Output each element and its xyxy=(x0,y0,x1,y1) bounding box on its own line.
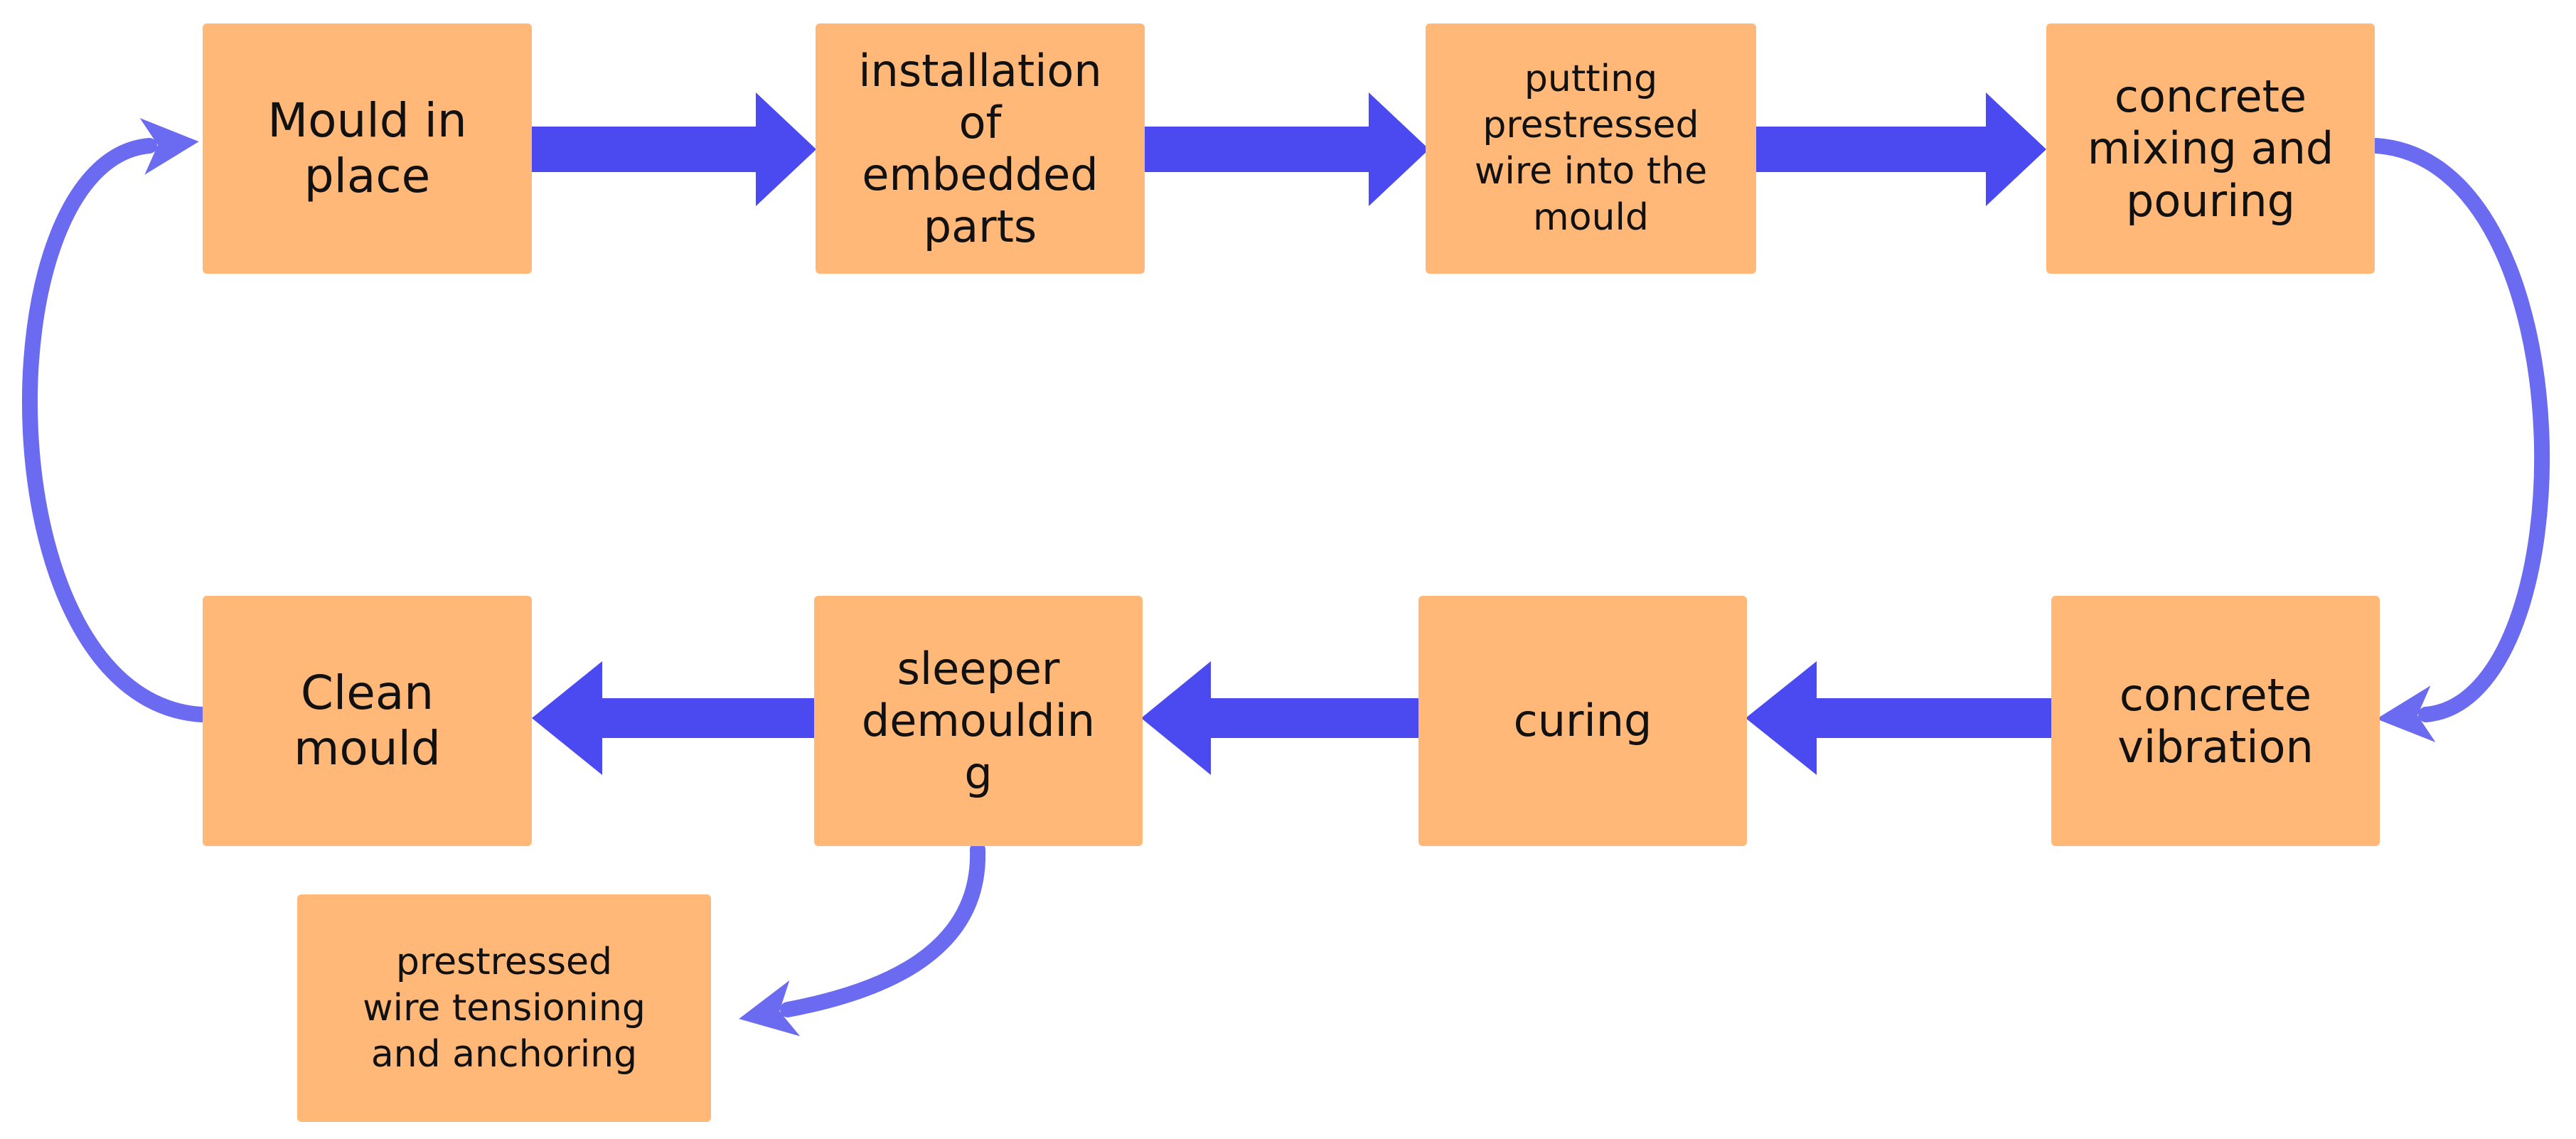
step-label: Clean mould xyxy=(294,665,441,776)
step-sleeper-demoulding: sleeper demouldin g xyxy=(814,596,1143,846)
arrow-demoulding-to-clean xyxy=(532,661,816,775)
step-label: concrete vibration xyxy=(2117,668,2314,773)
arrow-mixing-to-vibration xyxy=(2368,138,2550,742)
step-clean-mould: Clean mould xyxy=(203,596,532,846)
step-mould-in-place: Mould in place xyxy=(203,23,532,274)
arrow-putting-wire-to-mixing xyxy=(1756,92,2046,206)
step-prestressed-wire-tensioning-and-anchoring: prestressed wire tensioning and anchorin… xyxy=(297,894,711,1122)
arrow-vibration-to-curing xyxy=(1746,661,2051,775)
step-curing: curing xyxy=(1418,596,1747,846)
step-label: Mould in place xyxy=(267,93,467,203)
step-label: installation of embedded parts xyxy=(858,44,1102,253)
arrow-curing-to-demoulding xyxy=(1141,661,1418,775)
step-label: putting prestressed wire into the mould xyxy=(1474,58,1708,239)
step-putting-prestressed-wire: putting prestressed wire into the mould xyxy=(1426,23,1756,274)
arrow-mould-to-installation xyxy=(532,92,816,206)
arrow-installation-to-putting-wire xyxy=(1145,92,1429,206)
step-installation-of-embedded-parts: installation of embedded parts xyxy=(816,23,1145,274)
step-label: prestressed wire tensioning and anchorin… xyxy=(363,940,646,1076)
step-concrete-mixing-and-pouring: concrete mixing and pouring xyxy=(2046,23,2375,274)
step-label: curing xyxy=(1513,695,1652,747)
step-label: concrete mixing and pouring xyxy=(2087,70,2334,227)
arrow-clean-to-mould-in-place xyxy=(21,118,209,722)
step-concrete-vibration: concrete vibration xyxy=(2051,596,2380,846)
step-label: sleeper demouldin g xyxy=(861,643,1096,799)
arrow-demoulding-to-tensioning xyxy=(739,842,986,1037)
